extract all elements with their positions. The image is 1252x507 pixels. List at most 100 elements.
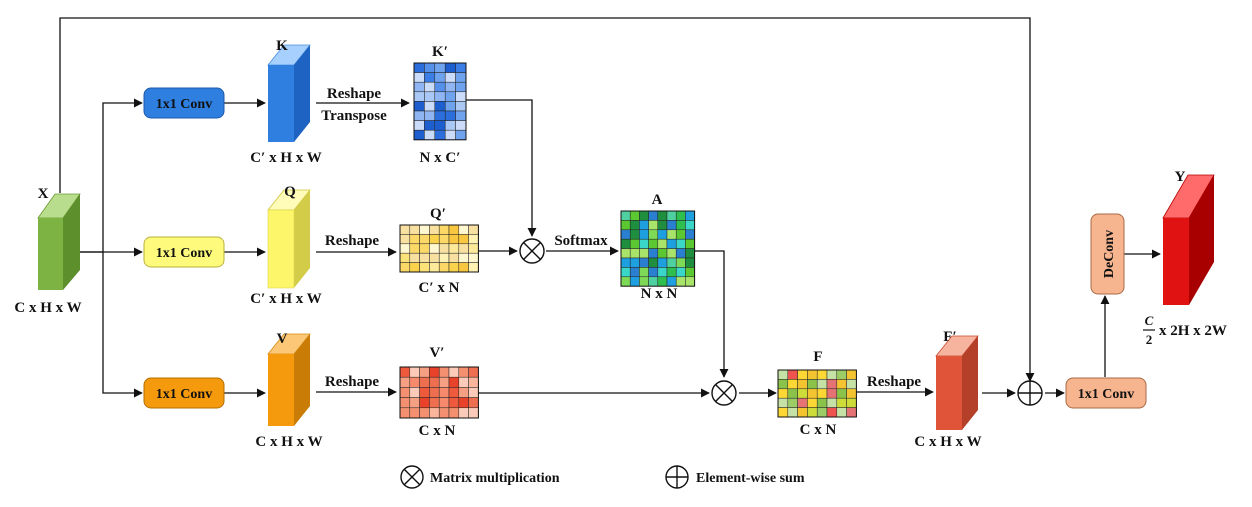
matrix-cell xyxy=(639,276,649,287)
kprime-matrix xyxy=(413,62,467,141)
output-dims-rest: x 2H x 2W xyxy=(1159,323,1227,339)
matrix-cell xyxy=(448,243,460,254)
fprime-dims: C x H x W xyxy=(914,434,981,450)
skip-connection-line xyxy=(59,17,1035,382)
matrix-cell xyxy=(648,210,659,221)
matrix-cell xyxy=(458,252,469,263)
matrix-cell xyxy=(448,397,460,409)
matrix-frame xyxy=(399,224,479,273)
matrix-cell xyxy=(468,397,479,409)
matrix-cell xyxy=(777,397,789,408)
matrix-cell xyxy=(648,267,659,278)
matrix-cell xyxy=(413,120,425,131)
matrix-cell xyxy=(399,234,411,245)
q-dims: C′ x H x W xyxy=(250,291,321,307)
matrix-cell xyxy=(846,388,857,399)
f-name: F xyxy=(813,349,822,365)
matrix-cell xyxy=(620,238,631,249)
kprime-name: K′ xyxy=(432,44,448,60)
matrix-cell xyxy=(413,72,425,83)
matrix-cell xyxy=(429,243,440,254)
matrix-cell xyxy=(448,252,460,263)
matrix-cell xyxy=(826,379,838,390)
matrix-cell xyxy=(468,243,479,254)
matrix-cell xyxy=(434,101,446,112)
matrix-cell xyxy=(438,262,450,273)
matrix-cell xyxy=(455,62,467,73)
matrix-cell xyxy=(777,388,789,399)
legend-sum-icon xyxy=(665,465,689,489)
matrix-cell xyxy=(666,210,677,221)
matrix-cell xyxy=(797,369,808,380)
q-tensor xyxy=(267,189,311,289)
attention-matrix xyxy=(620,210,696,287)
matrix-cell xyxy=(448,262,460,273)
matrix-cell xyxy=(455,101,467,112)
vprime-dims: C x N xyxy=(419,423,456,439)
matrix-cell xyxy=(429,224,440,235)
matrix-cell xyxy=(685,238,695,249)
matrix-cell xyxy=(419,252,430,263)
matrix-cell xyxy=(657,248,668,259)
matrix-frame xyxy=(413,62,467,141)
matrix-cell xyxy=(639,229,649,240)
matrix-cell xyxy=(413,91,425,102)
matrix-cell xyxy=(438,366,450,378)
vprime-matrix xyxy=(399,366,479,419)
matrix-cell xyxy=(448,407,460,419)
matrix-cell xyxy=(846,369,857,380)
matrix-cell xyxy=(620,248,631,259)
matrix-cell xyxy=(424,81,436,93)
matrix-cell xyxy=(787,369,798,380)
matrix-cell xyxy=(777,369,789,380)
legend-multiply-icon xyxy=(400,465,424,489)
matrix-cell xyxy=(648,238,659,249)
matrix-cell xyxy=(648,276,659,287)
matrix-cell xyxy=(685,267,695,278)
matrix-cell xyxy=(409,397,420,409)
attention-dims: N x N xyxy=(641,286,678,302)
matrix-cell xyxy=(438,407,450,419)
output-y-tensor xyxy=(1162,174,1215,305)
matrix-cell xyxy=(458,243,469,254)
matrix-cell xyxy=(455,81,467,93)
matrix-cell xyxy=(429,262,440,273)
matrix-frame xyxy=(777,369,857,418)
matrix-cell xyxy=(399,366,411,378)
matrix-cell xyxy=(434,110,446,121)
conv-v-box: 1x1 Conv xyxy=(143,377,225,409)
matrix-cell xyxy=(399,407,411,419)
matrix-cell xyxy=(675,220,686,231)
k-op-reshape: Reshape xyxy=(327,86,382,102)
matrix-cell xyxy=(629,248,640,259)
matrix-cell xyxy=(444,101,456,112)
matrix-cell xyxy=(675,267,686,278)
matrix-cell xyxy=(444,91,456,102)
matrix-cell xyxy=(657,210,668,221)
matrix-cell xyxy=(419,262,430,273)
matrix-cell xyxy=(409,224,420,235)
input-x-name: X xyxy=(38,186,49,202)
matrix-cell xyxy=(468,376,479,388)
output-frac-numerator: C xyxy=(1145,313,1154,328)
input-x-tensor xyxy=(37,193,81,290)
matrix-cell xyxy=(399,262,411,273)
matrix-cell xyxy=(399,387,411,398)
matrix-cell xyxy=(797,407,808,418)
matrix-cell xyxy=(409,376,420,388)
matrix-cell xyxy=(413,81,425,93)
matrix-cell xyxy=(438,397,450,409)
matrix-cell xyxy=(657,267,668,278)
matrix-cell xyxy=(816,397,828,408)
conv-q-label: 1x1 Conv xyxy=(156,246,212,261)
matrix-cell xyxy=(620,229,631,240)
matrix-cell xyxy=(675,248,686,259)
output-y-name: Y xyxy=(1175,169,1186,185)
matrix-cell xyxy=(816,388,828,399)
matrix-cell xyxy=(448,224,460,235)
matrix-cell xyxy=(458,397,469,409)
matrix-cell xyxy=(429,397,440,409)
matrix-cell xyxy=(434,72,446,83)
